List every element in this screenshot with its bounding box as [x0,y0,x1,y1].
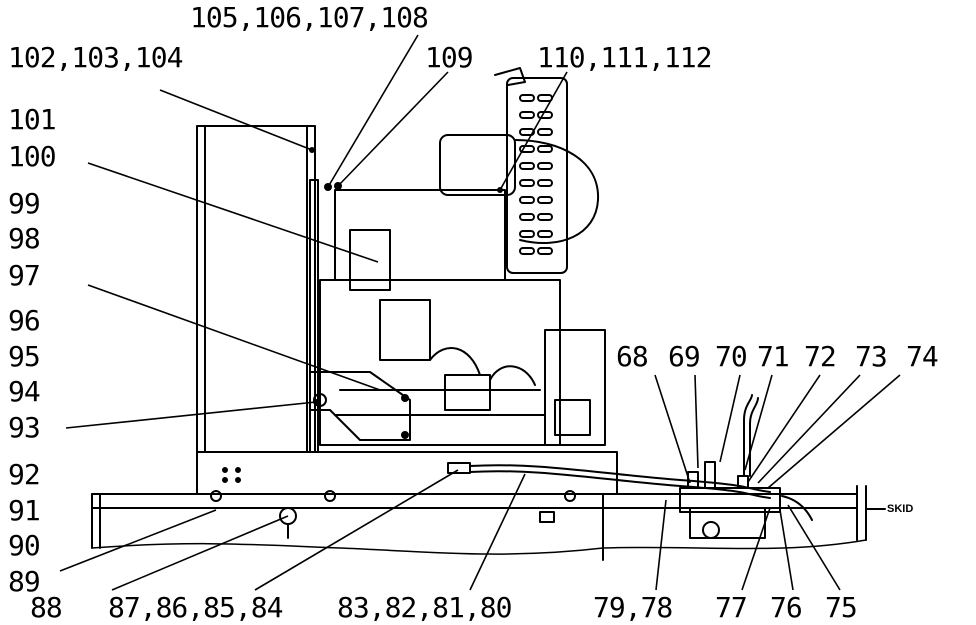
callout-76: 76 [770,591,803,624]
engine-base-rail [196,451,618,502]
callout-88: 88 [30,591,63,624]
fuel-line [447,462,771,499]
callout-97: 97 [8,259,41,292]
callout-98: 98 [8,222,41,255]
callout-95: 95 [8,340,41,373]
callout-92: 92 [8,458,41,491]
callout-73: 73 [855,340,888,373]
callout-110-112: 110,111,112 [537,41,712,74]
callout-70: 70 [715,340,748,373]
engine-block [319,134,606,446]
callout-83-80: 83,82,81,80 [337,591,512,624]
mounting-bracket [309,371,411,441]
callout-100: 100 [8,140,57,173]
callout-109: 109 [425,41,474,74]
callout-87-84: 87,86,85,84 [108,591,283,624]
callout-75: 75 [825,591,858,624]
callout-79-78: 79,78 [593,591,673,624]
callout-68: 68 [616,340,649,373]
skid-label: SKID [887,503,914,515]
callout-77: 77 [715,591,748,624]
callout-105-108: 105,106,107,108 [190,1,429,34]
leader-lines [59,34,901,591]
callout-89: 89 [8,565,41,598]
callout-101: 101 [8,103,57,136]
leader-arrowheads [309,147,503,405]
callout-91: 91 [8,494,41,527]
callout-96: 96 [8,304,41,337]
callout-69: 69 [668,340,701,373]
callout-94: 94 [8,375,41,408]
callout-102-104: 102,103,104 [8,41,183,74]
callout-90: 90 [8,529,41,562]
exhaust-guard [494,67,568,274]
callout-74: 74 [906,340,939,373]
callout-99: 99 [8,187,41,220]
callout-72: 72 [804,340,837,373]
callout-93: 93 [8,411,41,444]
callout-71: 71 [757,340,790,373]
